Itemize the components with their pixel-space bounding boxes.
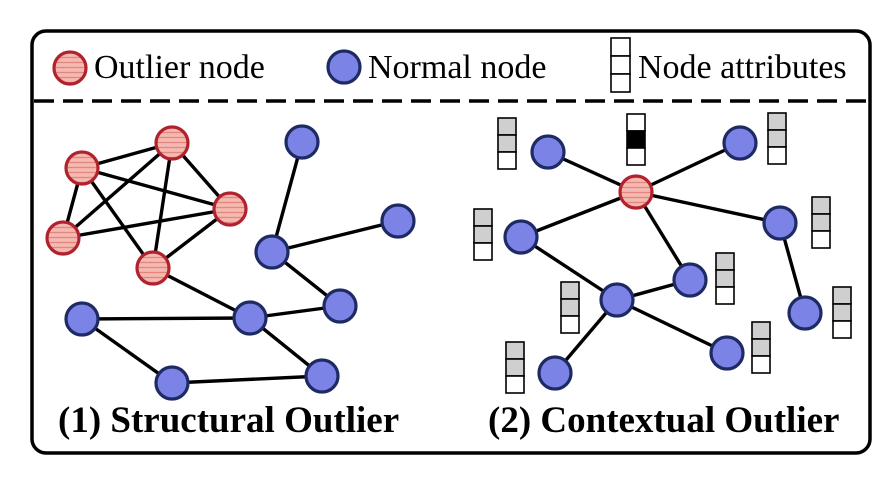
- attribute-cell-gray: [497, 117, 517, 136]
- attribute-vector-8: [832, 286, 852, 339]
- graph-layer: [45, 112, 852, 401]
- structural-edge-f-h: [270, 141, 304, 253]
- contextual-outlier-node-O: [618, 174, 654, 210]
- attribute-cell-gray: [767, 112, 787, 131]
- contextual-normal-node-p8: [709, 335, 745, 371]
- attribute-vector-3: [767, 112, 787, 165]
- structural-edge-e-k: [152, 266, 251, 320]
- attribute-cell-white: [497, 151, 517, 170]
- attribute-cell-white: [715, 286, 735, 305]
- contextual-normal-node-p1: [530, 134, 566, 170]
- structural-outlier-node-c: [212, 191, 248, 227]
- attribute-cell-gray: [473, 225, 493, 244]
- contextual-edge-O-p4: [635, 190, 781, 225]
- contextual-normal-node-p9: [537, 355, 573, 391]
- contextual-normal-node-p6: [599, 282, 635, 318]
- attribute-vector-2: [626, 113, 646, 166]
- attribute-cell-gray: [715, 269, 735, 288]
- attribute-cell-gray: [751, 321, 771, 340]
- structural-normal-node-i: [322, 288, 358, 324]
- contextual-normal-node-p5: [672, 262, 708, 298]
- attribute-cell-white: [626, 147, 646, 166]
- attribute-cell-gray: [505, 358, 525, 377]
- structural-outlier-node-b: [64, 150, 100, 186]
- attribute-cell-white: [505, 375, 525, 394]
- contextual-normal-node-p3: [503, 219, 539, 255]
- legend-outlier-label: Outlier node: [94, 49, 265, 86]
- legend-outlier-node-icon: [52, 50, 88, 86]
- attribute-vector-7: [560, 281, 580, 334]
- structural-edge-a-e: [151, 142, 174, 269]
- attribute-cell-gray: [715, 252, 735, 271]
- attribute-vector-1: [497, 117, 517, 170]
- structural-edge-b-e: [80, 167, 155, 269]
- structural-normal-node-f: [284, 124, 320, 160]
- contextual-normal-node-p7: [787, 295, 823, 331]
- attribute-vector-9: [751, 321, 771, 374]
- attribute-cell-gray: [473, 208, 493, 227]
- structural-outlier-node-d: [45, 220, 81, 256]
- attribute-cell-gray: [751, 338, 771, 357]
- attribute-cell-gray: [497, 134, 517, 153]
- attribute-cell-white: [560, 315, 580, 334]
- attribute-cell-gray: [560, 298, 580, 317]
- structural-edge-b-c: [81, 166, 231, 211]
- structural-edge-j-k: [81, 316, 251, 321]
- attribute-cell-gray: [505, 341, 525, 360]
- structural-normal-node-k: [232, 300, 268, 336]
- attribute-vector-5: [811, 196, 831, 249]
- structural-normal-node-j: [64, 301, 100, 337]
- legend-attributes-label: Node attributes: [638, 49, 847, 86]
- contextual-normal-node-p2: [722, 125, 758, 161]
- structural-normal-node-m: [304, 358, 340, 394]
- attribute-cell-gray: [832, 286, 852, 305]
- structural-outlier-node-a: [154, 125, 190, 161]
- attribute-cell-gray: [560, 281, 580, 300]
- attribute-cell-gray: [832, 303, 852, 322]
- contextual-normal-node-p4: [762, 205, 798, 241]
- structural-outlier-node-e: [135, 250, 171, 286]
- contextual-edge-O-p2: [635, 141, 741, 194]
- structural-normal-node-l: [154, 365, 190, 401]
- legend: Outlier node Normal node Node attributes: [52, 37, 847, 93]
- caption-structural-outlier: (1) Structural Outlier: [58, 400, 399, 441]
- attribute-cell-white: [811, 230, 831, 249]
- structural-normal-node-h: [254, 234, 290, 270]
- attribute-vector-4: [473, 208, 493, 261]
- legend-attributes-icon: [610, 37, 631, 93]
- structural-edge-c-d: [62, 207, 231, 240]
- legend-normal-label: Normal node: [368, 49, 546, 86]
- attribute-vector-10: [505, 341, 525, 394]
- attribute-cell-gray: [811, 213, 831, 232]
- attribute-cell-gray: [767, 129, 787, 148]
- structural-edge-a-d: [61, 141, 174, 240]
- attribute-cell-gray: [811, 196, 831, 215]
- structural-edge-j-l: [81, 317, 173, 385]
- attribute-cell-white: [626, 113, 646, 132]
- contextual-edge-p6-p3: [520, 235, 618, 302]
- attribute-vector-6: [715, 252, 735, 305]
- structural-edge-g-h: [271, 219, 399, 254]
- attribute-cell-white: [751, 355, 771, 374]
- contextual-edge-p6-p8: [616, 298, 728, 355]
- structural-edge-l-m: [171, 374, 323, 385]
- structural-normal-node-g: [380, 203, 416, 239]
- contextual-edge-O-p3: [520, 190, 637, 239]
- figure-frame: [30, 29, 872, 455]
- attribute-cell-white: [473, 242, 493, 261]
- attribute-cell-white: [832, 320, 852, 339]
- legend-normal-node-icon: [326, 49, 362, 85]
- attribute-cell-white: [767, 146, 787, 165]
- caption-contextual-outlier: (2) Contextual Outlier: [488, 400, 839, 441]
- attribute-cell-black: [626, 130, 646, 149]
